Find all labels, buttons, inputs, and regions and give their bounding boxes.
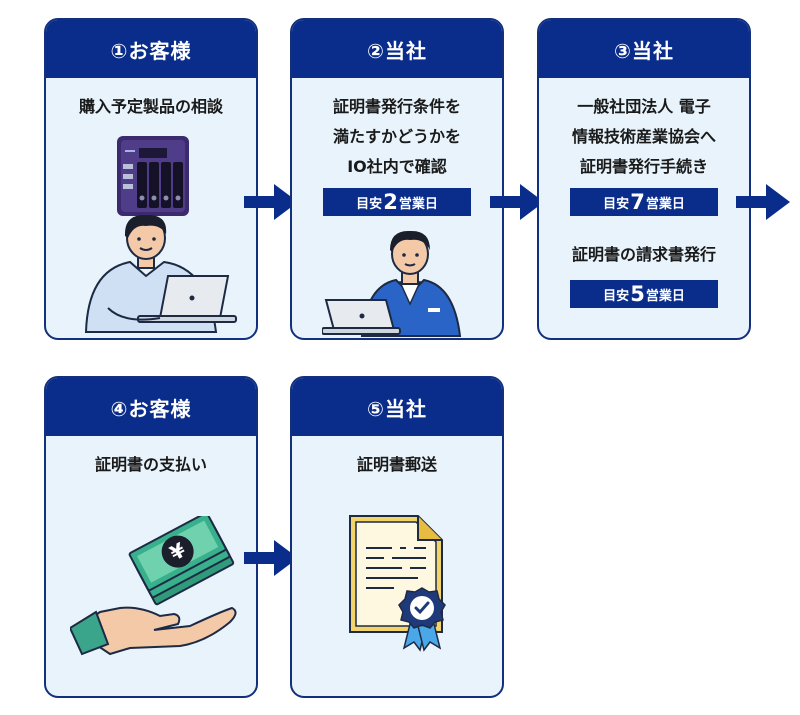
step-text-3: 一般社団法人 電子 情報技術産業協会へ 証明書発行手続き — [571, 97, 716, 176]
money-hand-icon: ¥ — [70, 516, 237, 656]
step-text-5: 証明書郵送 — [356, 455, 437, 474]
certificate-icon — [349, 515, 446, 652]
step-card-1: ①お客様 購入予定製品の相談 — [44, 18, 258, 340]
nas-device-icon — [117, 136, 189, 216]
step-title-2: ②当社 — [292, 20, 502, 78]
customer-laptop-icon — [84, 214, 237, 333]
step-text-2: 証明書発行条件を 満たすかどうかを IO社内で確認 — [332, 97, 461, 176]
step-card-5: ⑤当社 証明書郵送 — [290, 376, 504, 698]
arrow-right-icon — [736, 184, 790, 220]
step-title-4: ④お客様 — [46, 378, 256, 436]
step-text-4: 証明書の支払い — [94, 455, 207, 474]
arrow-right-icon — [244, 540, 298, 576]
step-card-4: ④お客様 証明書の支払い ¥ — [44, 376, 258, 698]
step-title-3: ③当社 — [539, 20, 749, 78]
staff-laptop-icon — [322, 230, 462, 337]
arrow-right-icon — [244, 184, 298, 220]
step-subtext-3: 証明書の請求書発行 — [571, 245, 716, 264]
step-title-1: ①お客様 — [46, 20, 256, 78]
arrow-right-icon — [490, 184, 544, 220]
step-title-5: ⑤当社 — [292, 378, 502, 436]
step-text-1: 購入予定製品の相談 — [78, 97, 223, 116]
